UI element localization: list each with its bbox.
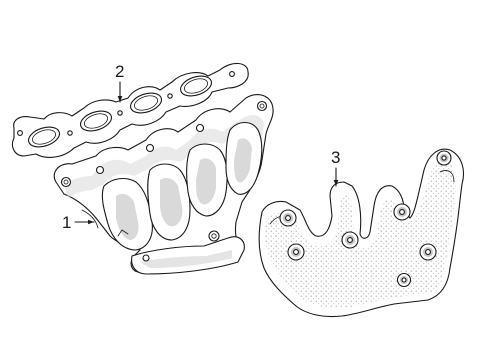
exhaust-manifold bbox=[53, 94, 274, 275]
manifold-gasket bbox=[11, 62, 249, 158]
callout-label-1: 1 bbox=[62, 213, 71, 232]
callout-3: 3 bbox=[331, 148, 340, 187]
shield-grommet bbox=[393, 203, 411, 221]
shield-grommet bbox=[287, 243, 305, 261]
heat-shield bbox=[258, 148, 465, 318]
callout-label-2: 2 bbox=[115, 62, 124, 81]
shield-grommet bbox=[419, 243, 437, 261]
callout-2: 2 bbox=[115, 62, 124, 103]
callout-1: 1 bbox=[62, 213, 95, 232]
shield-grommet bbox=[436, 150, 452, 166]
callout-label-3: 3 bbox=[331, 148, 340, 167]
shield-grommet bbox=[279, 209, 297, 227]
shield-grommet bbox=[396, 272, 412, 288]
shield-grommet bbox=[341, 231, 359, 249]
